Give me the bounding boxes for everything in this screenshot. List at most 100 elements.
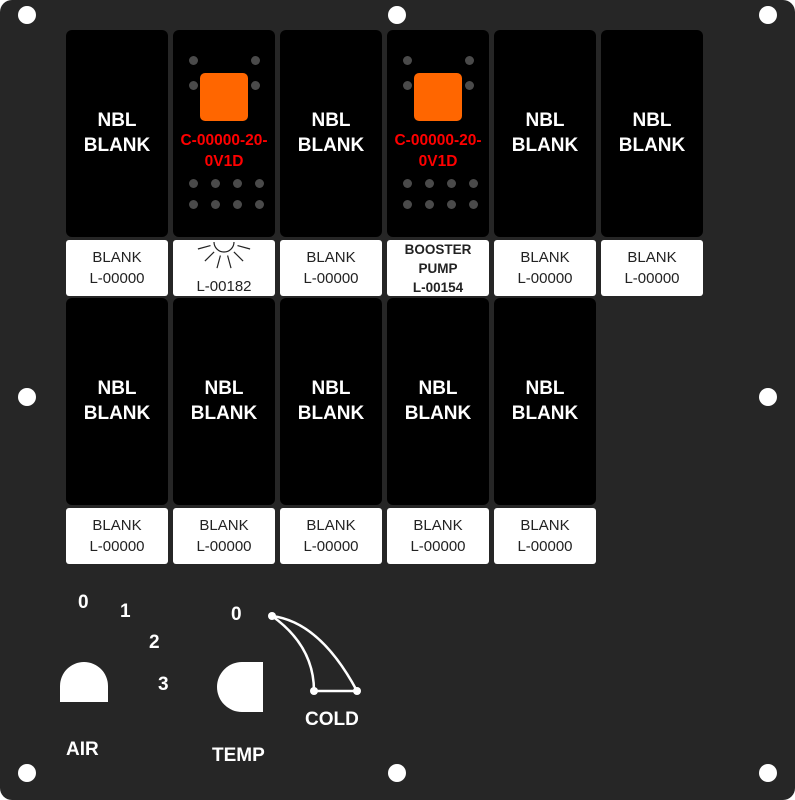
led-dot [424, 178, 434, 188]
blank-switch[interactable]: NBL BLANK [601, 30, 703, 237]
led-dot [446, 178, 456, 188]
led-dot [446, 199, 456, 209]
legend-line: BLANK [199, 517, 249, 534]
legend-line: L-00000 [303, 270, 359, 287]
led-dot [402, 199, 412, 209]
cap-line: NBL [97, 110, 137, 131]
legend-plate: BLANK L-00000 [66, 508, 168, 564]
legend-line: L-00000 [517, 538, 573, 555]
cap-line: BLANK [83, 135, 151, 156]
part-number: C-00000-20-0V1D [173, 130, 275, 172]
led-dot [254, 178, 264, 188]
led-dot [188, 80, 198, 90]
led-dot [250, 80, 260, 90]
indicator-lamp [200, 73, 248, 121]
legend-line: L-00182 [196, 278, 252, 295]
led-dot [464, 80, 474, 90]
temp-zero-label: 0 [231, 604, 242, 625]
temp-scale-arc [268, 612, 361, 695]
led-dot [402, 178, 412, 188]
indicator-lamp [414, 73, 462, 121]
legend-line: BLANK [306, 517, 356, 534]
led-dot [402, 80, 412, 90]
switch-cap-label: NBL BLANK [601, 108, 703, 158]
mounting-hole [18, 388, 36, 406]
cap-line: BLANK [297, 135, 365, 156]
lighted-switch[interactable]: C-00000-20-0V1D [173, 30, 275, 237]
lighted-switch[interactable]: C-00000-20- 0V1D [387, 30, 489, 237]
cap-line: NBL [97, 378, 137, 399]
legend-line: L-00000 [624, 270, 680, 287]
mounting-hole [18, 6, 36, 24]
blank-switch[interactable]: NBL BLANK [66, 30, 168, 237]
led-dot [424, 199, 434, 209]
blank-switch[interactable]: NBL BLANK [494, 298, 596, 505]
legend-line: L-00154 [412, 280, 464, 295]
part-number: C-00000-20- 0V1D [387, 130, 489, 172]
cap-line: BLANK [511, 403, 579, 424]
air-position-0: 0 [78, 592, 89, 613]
led-dot [468, 178, 478, 188]
mounting-hole [18, 764, 36, 782]
cap-line: NBL [311, 378, 351, 399]
cap-line: BLANK [511, 135, 579, 156]
air-knob-label: AIR [66, 739, 99, 760]
part-number-line: 0V1D [418, 153, 458, 170]
blank-switch[interactable]: NBL BLANK [280, 298, 382, 505]
legend-line: BLANK [520, 517, 570, 534]
led-dot [210, 199, 220, 209]
led-dot [232, 199, 242, 209]
switch-cap-label: NBL BLANK [494, 376, 596, 426]
legend-line: L-00000 [196, 538, 252, 555]
legend-line: BLANK [627, 249, 677, 266]
part-number-line: C-00000-20- [180, 132, 268, 149]
led-dot [188, 178, 198, 188]
temp-knob[interactable] [217, 662, 263, 712]
mounting-hole [388, 764, 406, 782]
legend-line: L-00000 [89, 270, 145, 287]
legend-plate: BLANK L-00000 [66, 240, 168, 296]
temp-cold-label: COLD [305, 709, 359, 730]
cap-line: NBL [632, 110, 672, 131]
air-position-1: 1 [120, 601, 131, 622]
sun-rays-icon [197, 241, 251, 269]
led-dot [468, 199, 478, 209]
cap-line: NBL [525, 378, 565, 399]
legend-line: BLANK [92, 517, 142, 534]
legend-plate: L-00182 [173, 240, 275, 296]
air-position-2: 2 [149, 632, 160, 653]
cap-line: BLANK [297, 403, 365, 424]
led-dot [210, 178, 220, 188]
temp-knob-label: TEMP [212, 745, 265, 766]
part-number-line: C-00000-20- [394, 132, 482, 149]
mounting-hole [759, 388, 777, 406]
air-knob[interactable] [60, 662, 108, 702]
legend-line: L-00000 [410, 538, 466, 555]
led-dot [188, 199, 198, 209]
led-dot [250, 55, 260, 65]
switch-cap-label: NBL BLANK [280, 376, 382, 426]
legend-line: BLANK [92, 249, 142, 266]
cap-line: NBL [418, 378, 458, 399]
led-dot [188, 55, 198, 65]
legend-plate: BLANK L-00000 [387, 508, 489, 564]
legend-line: L-00000 [89, 538, 145, 555]
legend-plate: BLANK L-00000 [494, 508, 596, 564]
legend-plate: BLANK L-00000 [173, 508, 275, 564]
led-dot [232, 178, 242, 188]
legend-line: BLANK [413, 517, 463, 534]
cap-line: BLANK [618, 135, 686, 156]
